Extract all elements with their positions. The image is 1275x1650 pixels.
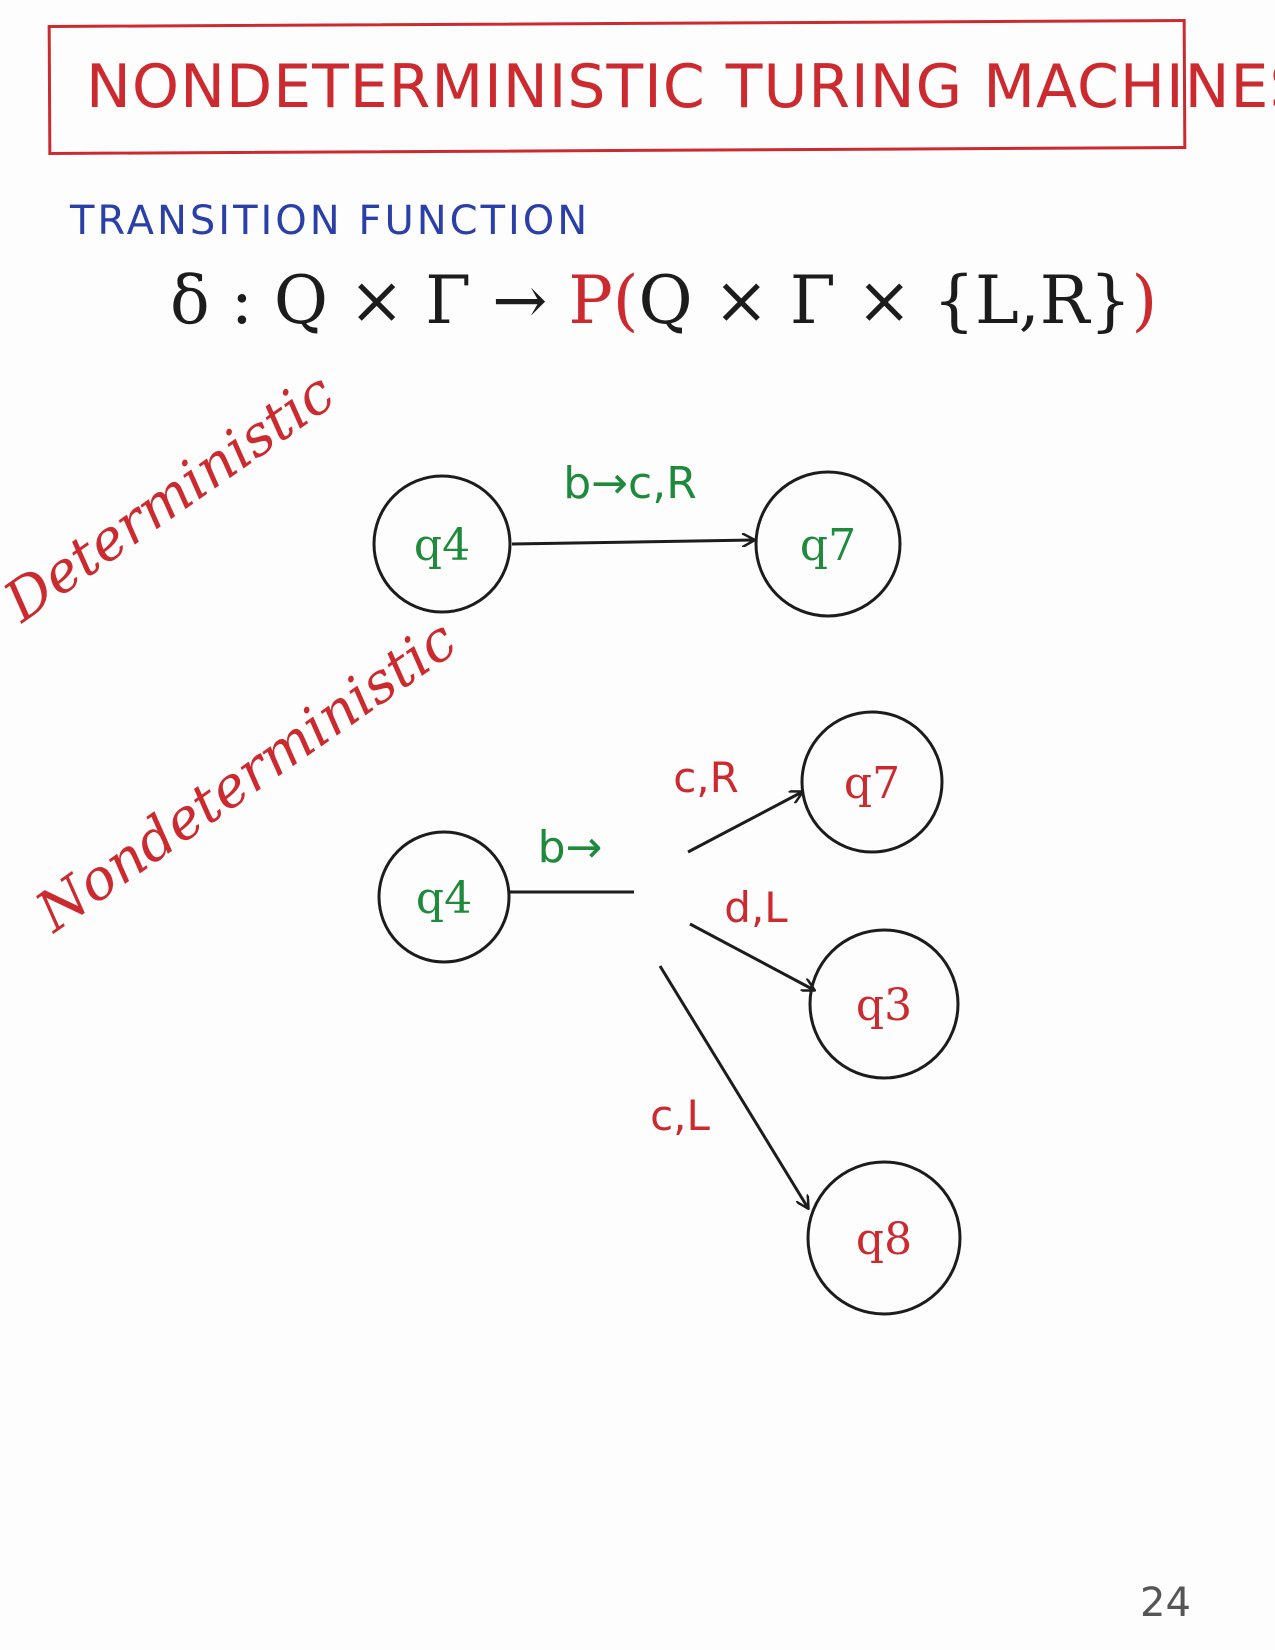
state-node-q8 (806, 1160, 962, 1316)
branch-label-d-l: d,L (724, 883, 788, 932)
state-node-q7-nondet (800, 710, 944, 854)
page-number: 24 (1140, 1580, 1191, 1626)
section-heading: TRANSITION FUNCTION (70, 198, 591, 244)
state-label-q7-det: q7 (800, 520, 856, 571)
formula-codomain: Q × Γ × {L,R} (638, 262, 1132, 339)
formula-domain: δ : Q × Γ → (170, 262, 548, 339)
nondeterministic-diagram: q4 b→ q7 c,R q3 d,L q8 c,L (377, 710, 962, 1316)
transition-arrow-det (511, 540, 754, 544)
state-label-q8: q8 (856, 1214, 912, 1265)
formula-close-paren: ) (1131, 262, 1158, 339)
transition-label-det: b→c,R (563, 458, 697, 509)
state-label-q3: q3 (856, 980, 912, 1031)
branch-arrow-d-l (689, 922, 814, 990)
state-node-q4-nondet (377, 830, 511, 964)
deterministic-diagram: q4 q7 b→c,R (372, 458, 902, 618)
formula-power-set: P( (568, 262, 639, 339)
state-label-q4-nondet: q4 (416, 873, 472, 924)
state-node-q4-det (372, 474, 512, 614)
state-label-q4-det: q4 (414, 520, 470, 571)
transition-function-formula: δ : Q × Γ → P(Q × Γ × {L,R}) (170, 262, 1157, 339)
branch-label-c-l: c,L (650, 1091, 710, 1140)
page-title: NONDETERMINISTIC TURING MACHINES (86, 52, 1275, 122)
branch-arrow-c-r (687, 792, 802, 854)
state-node-q3 (808, 928, 960, 1080)
state-label-q7-nondet: q7 (844, 758, 900, 809)
read-label: b→ (538, 822, 603, 873)
branch-arrow-c-l (658, 965, 808, 1208)
branch-label-c-r: c,R (673, 753, 739, 802)
